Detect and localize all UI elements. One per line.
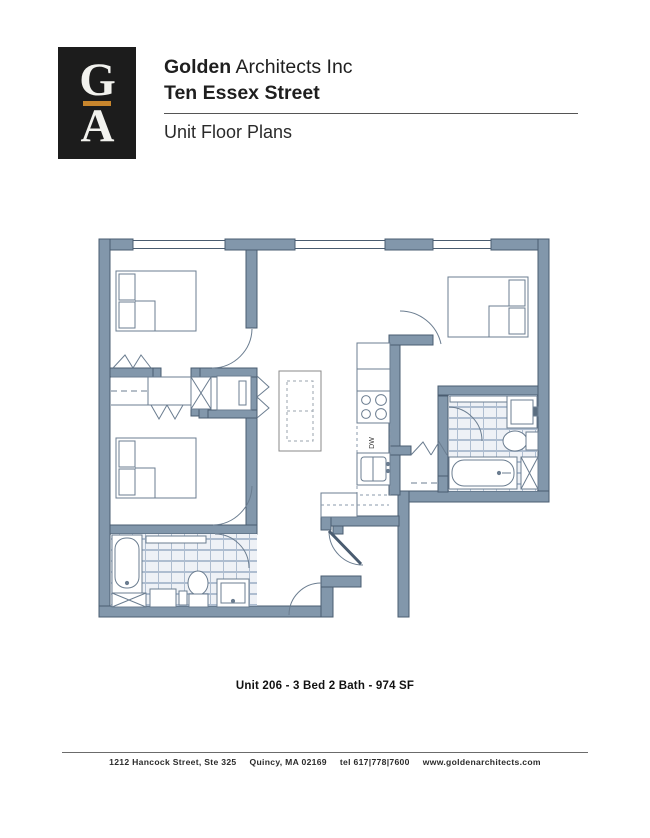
bedroom-1	[115, 270, 197, 332]
kitchen-peninsula	[320, 492, 389, 518]
closet-bathroom-2	[520, 456, 539, 490]
bed-2	[115, 437, 197, 499]
company-logo: G A	[58, 47, 136, 159]
washer-dryer	[216, 375, 270, 419]
project-name: Ten Essex Street	[164, 82, 320, 104]
kitchen: DW	[320, 342, 391, 518]
company-name: Golden Architects Inc	[164, 55, 578, 80]
document-subtitle: Unit Floor Plans	[164, 122, 293, 142]
closet-bathroom-1	[111, 592, 147, 608]
cooktop	[356, 390, 391, 424]
bedroom-3	[447, 276, 529, 338]
door-hall-closet	[288, 582, 322, 616]
bed-1	[115, 270, 197, 332]
footer-website[interactable]: www.goldenarchitects.com	[422, 757, 541, 767]
footer-phone: tel 617|778|7600	[339, 757, 410, 767]
bedroom-2	[115, 437, 197, 499]
logo-accent-bar	[83, 100, 111, 106]
door-bedroom-3	[399, 310, 442, 345]
title-block: Golden Architects Inc Ten Essex Street U…	[164, 55, 578, 143]
toilet-1	[187, 570, 209, 608]
entry-door	[327, 529, 364, 566]
document-header: G A Golden Architects Inc Ten Essex Stre…	[58, 47, 578, 167]
bed-3	[447, 276, 529, 338]
counter-bathroom-1	[145, 535, 207, 544]
door-bedroom-2	[212, 485, 253, 526]
footer-city: Quincy, MA 02169	[249, 757, 327, 767]
door-bathroom-1	[214, 533, 250, 569]
unit-caption: Unit 206 - 3 Bed 2 Bath - 974 SF	[235, 680, 415, 692]
kitchen-sink	[356, 452, 391, 486]
bathroom-1	[111, 533, 250, 608]
header-divider	[164, 113, 578, 114]
refrigerator	[356, 342, 391, 370]
vanity-2	[506, 395, 539, 429]
counter-bathroom-2	[449, 395, 509, 403]
bathroom-2	[448, 395, 539, 490]
bathtub-1	[111, 534, 143, 594]
toilet-2	[502, 430, 539, 452]
bathtub-2	[448, 456, 518, 490]
footer-address: 1212 Hancock Street, Ste 325	[109, 757, 237, 767]
base-cabinet-kitchen	[356, 368, 391, 392]
laundry-closet	[190, 376, 212, 410]
document-footer: 1212 Hancock Street, Ste 325 Quincy, MA 0…	[62, 757, 588, 767]
floor-plan-drawing: DW	[93, 231, 555, 623]
closet-bedroom-3	[410, 441, 448, 484]
logo-letter-a: A	[80, 99, 115, 152]
vanity-1	[149, 588, 188, 608]
shower-bathroom-1	[216, 578, 250, 608]
footer-divider	[62, 752, 588, 753]
closet-bedroom-1	[111, 354, 193, 421]
door-bedroom-1	[212, 328, 253, 369]
dining-table	[278, 370, 322, 452]
dishwasher-label: DW	[369, 437, 376, 449]
logo-letter-g: G	[79, 53, 116, 106]
company-name-rest: Architects Inc	[231, 56, 353, 78]
door-bathroom-2	[448, 406, 483, 442]
company-name-bold: Golden	[164, 56, 232, 78]
